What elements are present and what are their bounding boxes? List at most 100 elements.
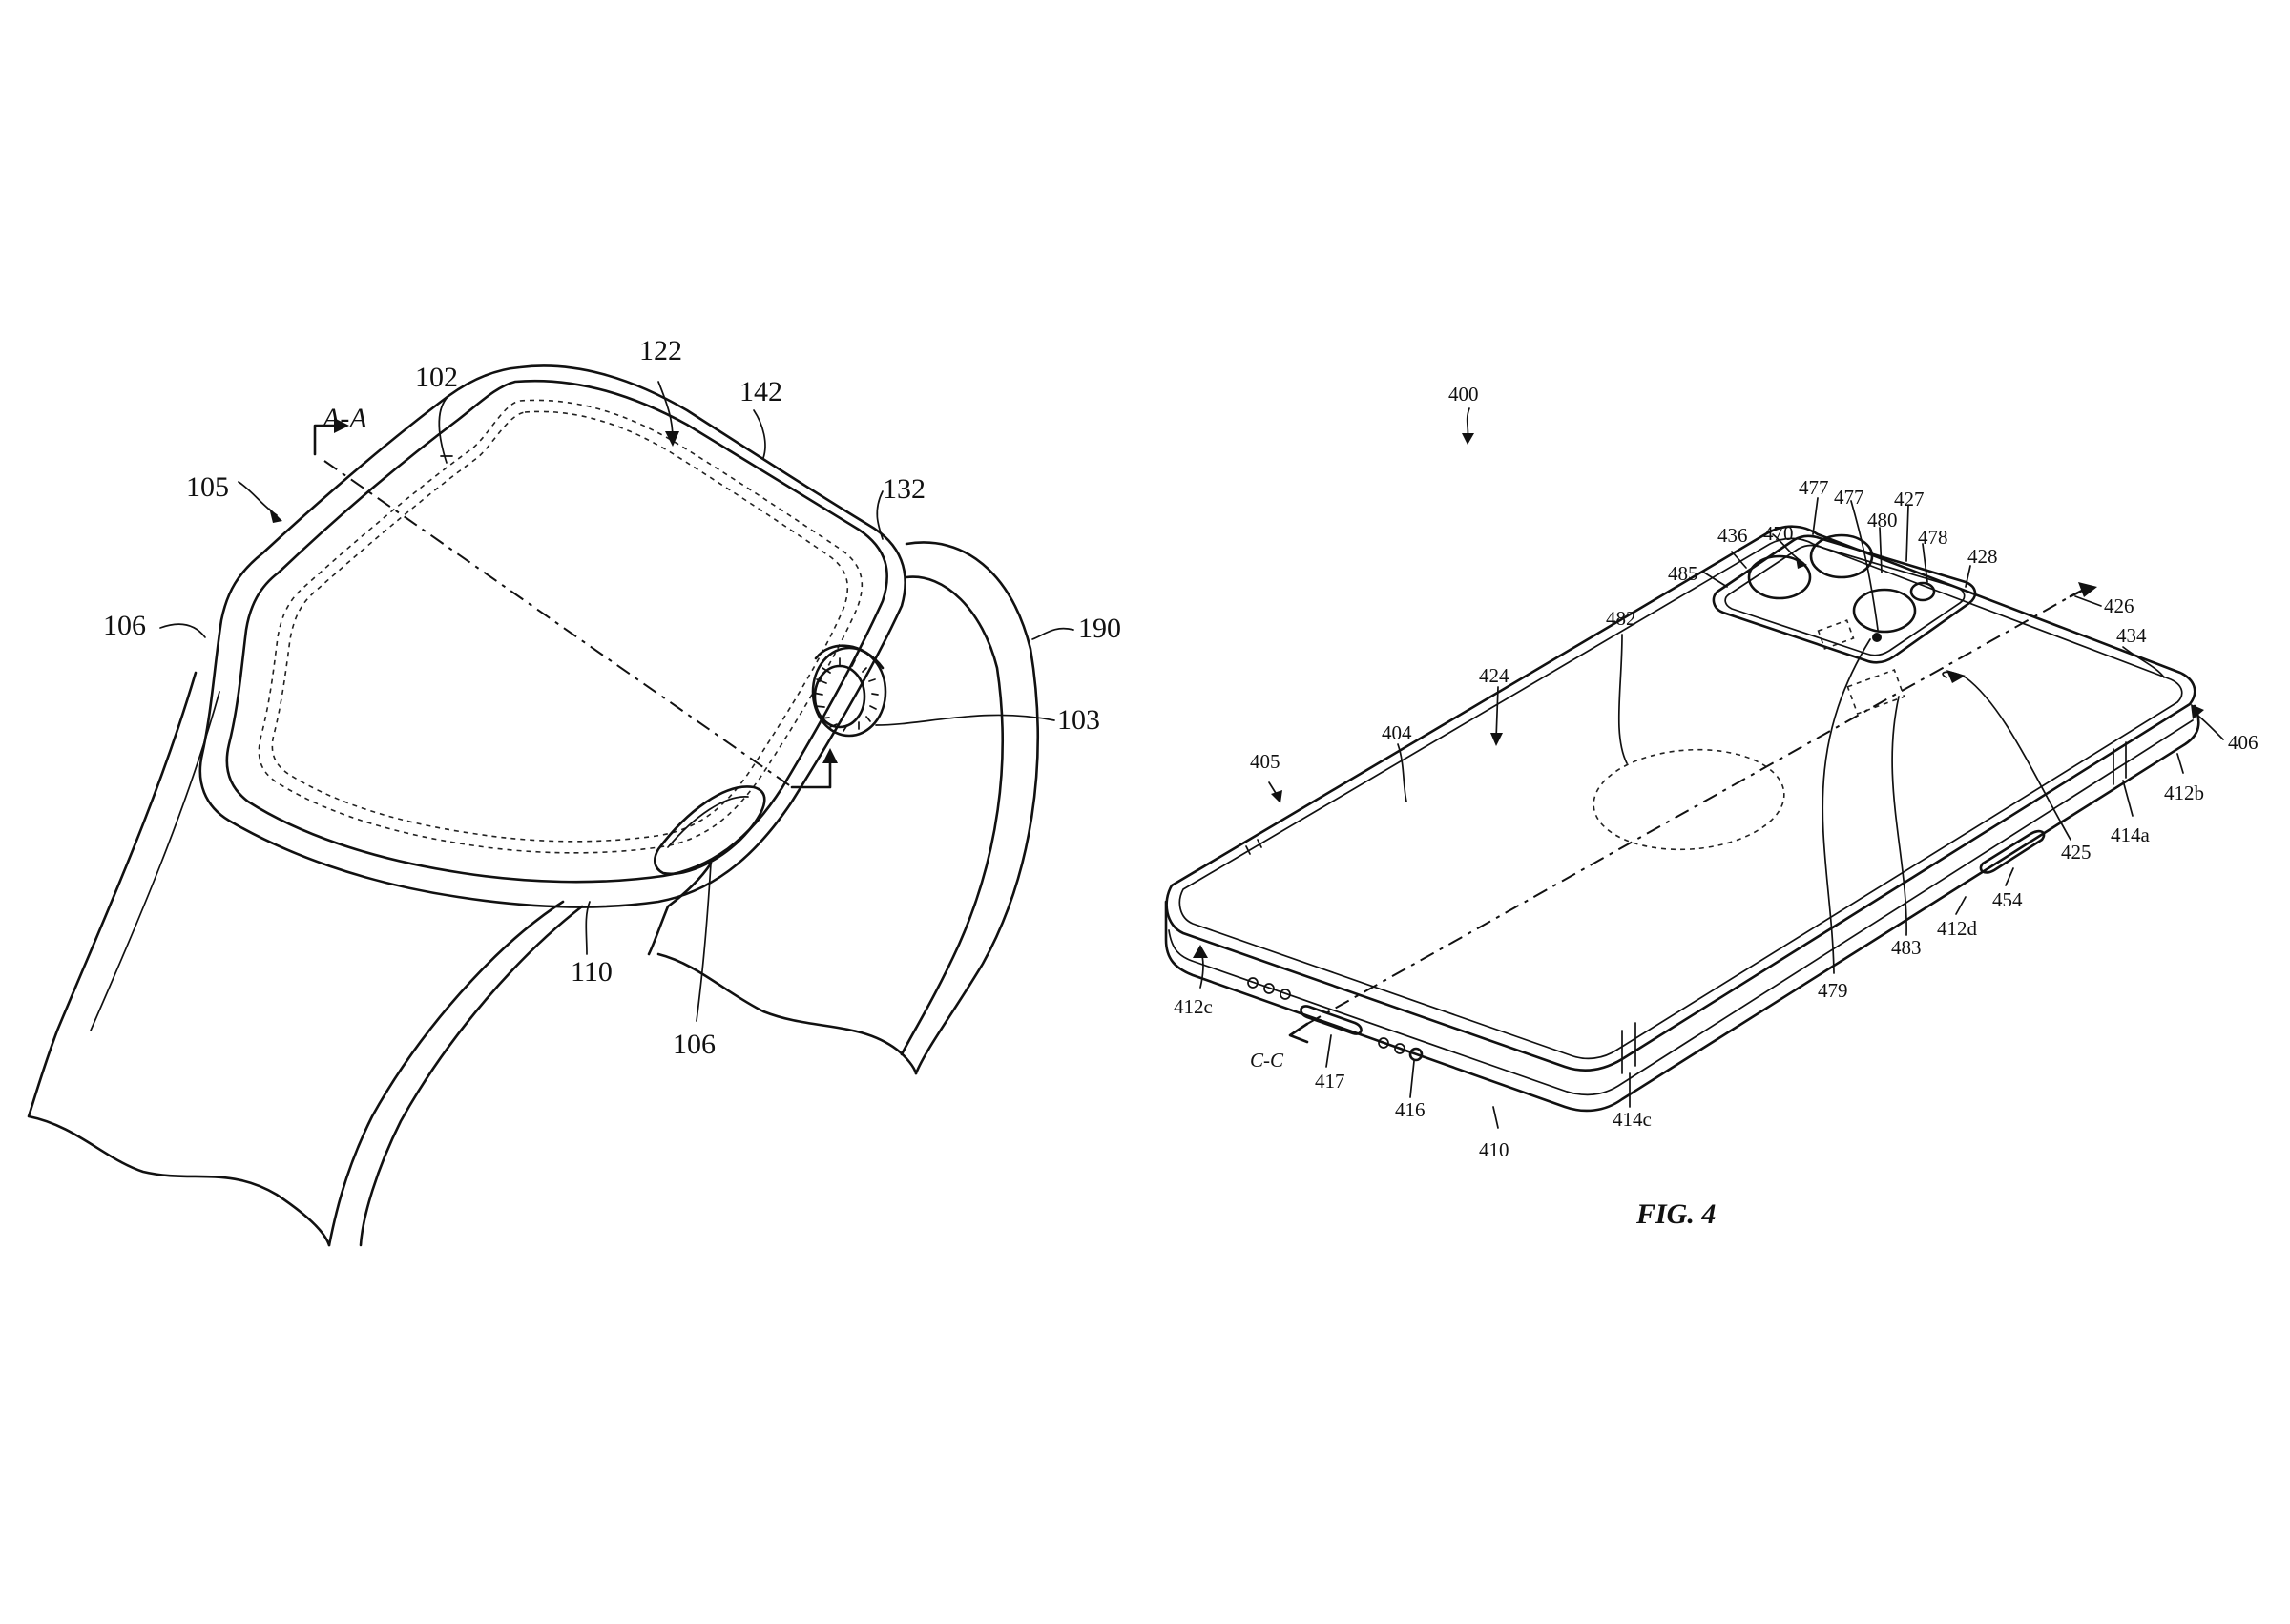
watch-display-outline xyxy=(258,399,864,854)
arrow-head xyxy=(1271,790,1282,803)
ref-label-483: 483 xyxy=(1891,936,1922,959)
leader-103 xyxy=(875,714,1055,726)
ref-label-142: 142 xyxy=(739,376,782,407)
ref-label-479: 479 xyxy=(1818,979,1848,1002)
ref-label-410: 410 xyxy=(1479,1138,1509,1161)
ref-label-482: 482 xyxy=(1606,607,1636,630)
leader-482 xyxy=(1617,634,1628,764)
arrow-head xyxy=(2078,582,2097,597)
leader-412d xyxy=(1955,896,1967,915)
leader-477b xyxy=(1850,500,1879,631)
leader-142 xyxy=(753,409,766,459)
ref-label-428: 428 xyxy=(1967,545,1998,568)
ref-label-103: 103 xyxy=(1057,704,1100,736)
phone-back-outline xyxy=(1165,525,2196,1072)
ref-label-427: 427 xyxy=(1894,488,1925,510)
ref-label-454: 454 xyxy=(1992,888,2023,911)
ref-label-416: 416 xyxy=(1395,1098,1426,1121)
leader-410 xyxy=(1492,1106,1499,1129)
arrow-head xyxy=(1946,670,1966,683)
ref-label-102: 102 xyxy=(415,362,458,393)
leader-480 xyxy=(1879,527,1883,573)
leader-424 xyxy=(1495,686,1499,740)
leader-106b xyxy=(696,863,712,1022)
arrow-head xyxy=(665,431,679,447)
antenna-split-414c xyxy=(1621,1022,1636,1074)
ref-label-470: 470 xyxy=(1763,522,1794,545)
watch-band-right-lower xyxy=(647,862,918,1075)
leader-404 xyxy=(1397,743,1407,802)
wireless-charging-coil xyxy=(1593,748,1785,851)
leader-477a xyxy=(1812,497,1819,535)
antenna-split-left xyxy=(1245,839,1262,855)
leader-102 xyxy=(438,395,453,464)
phone-bottom-ports xyxy=(1247,977,1424,1062)
phone-side-frame xyxy=(1164,704,2200,1113)
leader-425 xyxy=(1942,671,2071,841)
watch-case-outer xyxy=(198,364,906,908)
figure-caption: FIG. 4 xyxy=(1635,1198,1716,1230)
arrow-head xyxy=(2191,704,2204,719)
ref-label-404: 404 xyxy=(1382,721,1412,744)
ref-label-414c: 414c xyxy=(1613,1108,1652,1131)
watch-band-left xyxy=(27,671,331,1247)
ref-label-105: 105 xyxy=(186,471,229,503)
camera-lens-3 xyxy=(1852,588,1917,634)
leader-416 xyxy=(1409,1060,1415,1098)
arrow-head xyxy=(1193,945,1208,958)
section-line-a-a xyxy=(323,460,793,788)
camera-flash xyxy=(1909,581,1936,602)
camera-lens-1 xyxy=(1747,554,1812,600)
watch-band-right xyxy=(900,541,1039,1075)
leader-479 xyxy=(1822,638,1871,974)
leader-478 xyxy=(1922,543,1928,583)
ref-label-477: 477 xyxy=(1834,486,1864,509)
leader-106a xyxy=(159,623,206,638)
ref-label-405: 405 xyxy=(1250,750,1280,773)
watch-case-edge xyxy=(225,379,888,884)
watch-band-front xyxy=(327,900,584,1247)
section-label-a-a: A-A xyxy=(321,403,367,434)
phone-back-inner-edge xyxy=(1178,537,2183,1060)
ref-label-424: 424 xyxy=(1479,664,1509,687)
charging-port xyxy=(1300,1005,1363,1035)
internal-component-483 xyxy=(1846,668,1905,716)
leader-132 xyxy=(876,490,884,540)
camera-sensor-dot xyxy=(1872,633,1882,642)
leader-412b xyxy=(2176,753,2184,774)
arrow-head xyxy=(334,418,349,433)
leader-427 xyxy=(1905,505,1909,562)
camera-module xyxy=(1712,533,1977,664)
ref-label-412d: 412d xyxy=(1937,917,1978,940)
watch-band-left-edge xyxy=(90,691,220,1031)
leader-436 xyxy=(1731,551,1747,569)
ref-label-190: 190 xyxy=(1078,613,1121,644)
ref-label-434: 434 xyxy=(2116,624,2147,647)
ref-label-412c: 412c xyxy=(1174,995,1213,1018)
ref-label-477: 477 xyxy=(1799,476,1829,499)
section-arrow-c-start xyxy=(1288,1022,1309,1044)
arrow-head xyxy=(1490,733,1503,746)
ref-label-426: 426 xyxy=(2104,594,2134,617)
leader-485 xyxy=(1703,572,1728,588)
smartwatch-drawing: 102 122 142 A-A 105 132 106 190 103 110 … xyxy=(27,335,1121,1247)
camera-lens-2 xyxy=(1809,533,1874,579)
ref-label-106: 106 xyxy=(103,610,146,641)
phone-side-button xyxy=(1979,829,2046,874)
ref-label-480: 480 xyxy=(1867,509,1898,531)
arrow-head xyxy=(1462,433,1474,445)
arrow-head xyxy=(822,748,838,763)
antenna-split-414a xyxy=(2113,741,2127,785)
ref-label-122: 122 xyxy=(639,335,682,366)
leader-434 xyxy=(2122,646,2165,678)
section-label-c-c: C-C xyxy=(1250,1049,1284,1072)
ref-label-132: 132 xyxy=(883,473,926,505)
watch-display-inner xyxy=(271,410,849,843)
ref-label-478: 478 xyxy=(1918,526,1948,549)
camera-internal-component xyxy=(1817,619,1855,650)
ref-label-412b: 412b xyxy=(2164,781,2204,804)
arrow-head xyxy=(269,508,282,523)
watch-digital-crown xyxy=(811,644,887,738)
